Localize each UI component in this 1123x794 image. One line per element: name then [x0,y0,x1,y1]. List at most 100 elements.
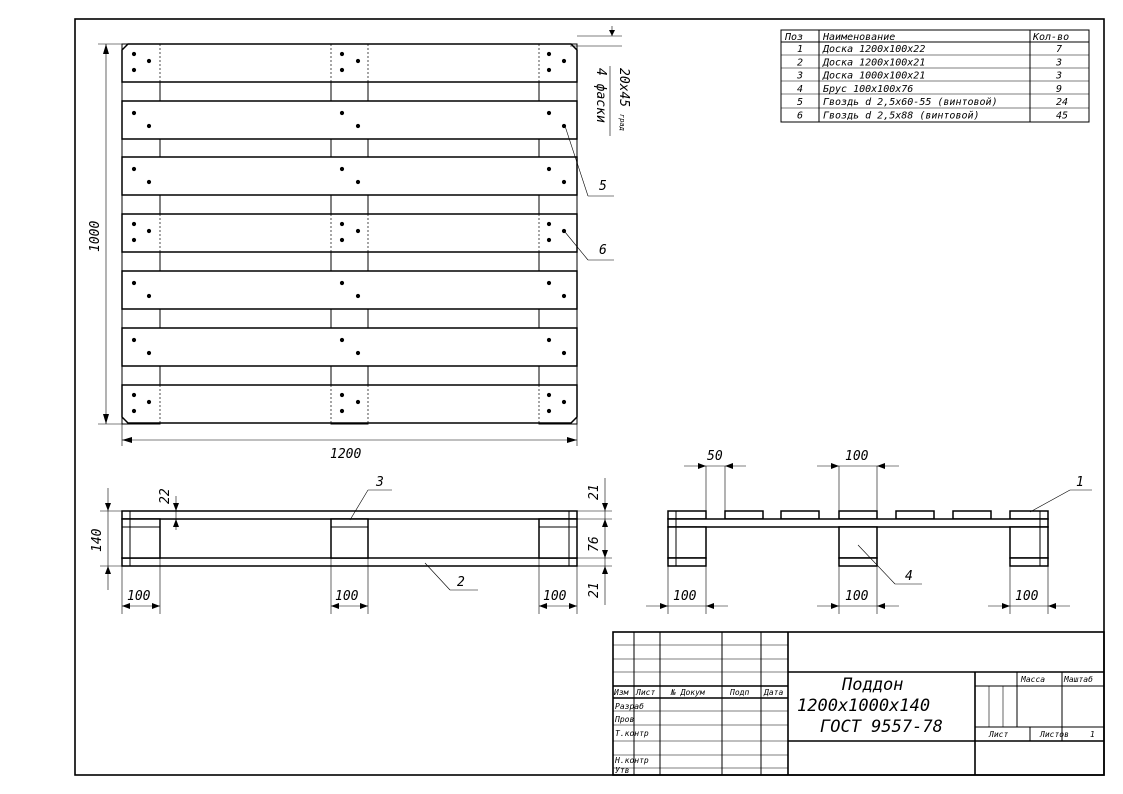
nail-mark [131,392,137,398]
side-dim-21-top: 21 [587,484,602,500]
plan-board [121,384,578,424]
side-dim-100-mid: 100 [335,589,359,604]
tb-row-razrab: Разраб [615,701,644,711]
nail-mark [546,237,552,243]
tb-row-utv: Утв [615,766,630,775]
parts-row-pos: 3 [796,71,803,82]
parts-row-name: Гвоздь d 2,5x88 (винтовой) [823,110,980,122]
nail-mark [146,350,152,356]
side-top-board [121,510,578,520]
nail-mark [339,237,345,243]
parts-row-pos: 1 [797,44,803,55]
nail-mark [546,221,552,227]
nail-mark [339,221,345,227]
end-top-board [838,510,878,520]
nail-mark [146,179,152,185]
nail-mark [561,399,567,405]
end-view: 50 100 100 100 100 1 4 [646,449,1092,614]
nail-mark [546,51,552,57]
tb-row-prov: Пров [614,715,634,724]
sheet-frame [74,18,1105,776]
drawing-title-line2: 1200x1000x140 [797,696,930,716]
nail-mark [146,123,152,129]
end-top-board [1009,510,1049,520]
nail-mark [131,51,137,57]
end-dim-100-top: 100 [845,449,869,464]
nail-mark [561,293,567,299]
end-dim-100-right: 100 [1015,589,1039,604]
end-dim-100-left: 100 [673,589,697,604]
callout-6: 6 [599,243,607,258]
nail-mark [355,399,361,405]
tb-massa: Масса [1020,675,1045,684]
tb-col-data: Дата [763,688,783,697]
callout-2: 2 [457,575,465,590]
parts-row-pos: 6 [797,111,803,122]
nail-mark [355,293,361,299]
dim-1000-label: 1000 [88,221,103,252]
nail-mark [339,51,345,57]
end-top-board [780,510,820,520]
nail-mark [561,58,567,64]
side-block-right [538,518,578,559]
end-block-right [1009,526,1049,559]
tb-col-izm: Изм [613,688,630,697]
side-dim-21-bottom: 21 [587,582,602,598]
end-dim-100-mid: 100 [845,589,869,604]
nail-mark [561,179,567,185]
end-dim-50: 50 [707,449,723,464]
tb-row-tkontr: Т.контр [615,729,649,738]
nail-mark [131,337,137,343]
side-block-left [121,518,161,559]
nail-mark [146,293,152,299]
parts-row-qty: 3 [1055,57,1062,68]
side-view: 140 22 21 76 21 100 100 [90,475,612,614]
plan-board [121,327,578,367]
nail-mark [355,179,361,185]
nail-mark [546,280,552,286]
parts-row-qty: 3 [1055,71,1062,82]
nail-mark [146,228,152,234]
parts-row-name: Гвоздь d 2,5x60-55 (винтовой) [823,96,998,108]
parts-row-qty: 7 [1056,44,1062,55]
end-bottom-right [1009,557,1049,567]
parts-row-name: Брус 100x100x76 [823,84,913,95]
nail-mark [131,408,137,414]
end-top-board [952,510,992,520]
parts-header-pos: Поз [784,32,803,43]
callout-4: 4 [905,569,913,584]
side-dim-100-right: 100 [543,589,567,604]
side-bottom-board [121,557,578,567]
nail-mark [131,221,137,227]
callout-3: 3 [375,475,384,490]
end-top-board [667,510,707,520]
nail-mark [131,280,137,286]
dim-1200-label: 1200 [330,447,361,462]
plan-view: 1200 1000 4 фаски 20x45 град 5 6 [88,26,631,462]
nail-mark [546,67,552,73]
tb-listov-value: 1 [1090,730,1095,739]
side-dim-100-left: 100 [127,589,151,604]
nail-mark [546,166,552,172]
tb-masshtab: Маштаб [1063,674,1093,684]
tb-col-podp: Подп [729,688,749,697]
nail-mark [355,58,361,64]
end-top-board [724,510,764,520]
end-top-board [895,510,935,520]
tb-col-list: Лист [635,688,655,697]
chamfer-count-label: 4 фаски [593,68,608,123]
nail-mark [339,392,345,398]
end-bottom-left [667,557,707,567]
parts-row-qty: 45 [1056,111,1068,122]
side-dim-76: 76 [587,536,602,552]
parts-header-name: Наименование [822,32,895,43]
tb-listov: Листов [1039,730,1069,739]
end-block-mid [838,526,878,559]
side-dim-22: 22 [158,488,173,504]
nail-mark [339,337,345,343]
parts-row-pos: 4 [797,84,803,95]
parts-row-name: Доска 1000x100x21 [822,71,925,82]
nail-mark [355,123,361,129]
